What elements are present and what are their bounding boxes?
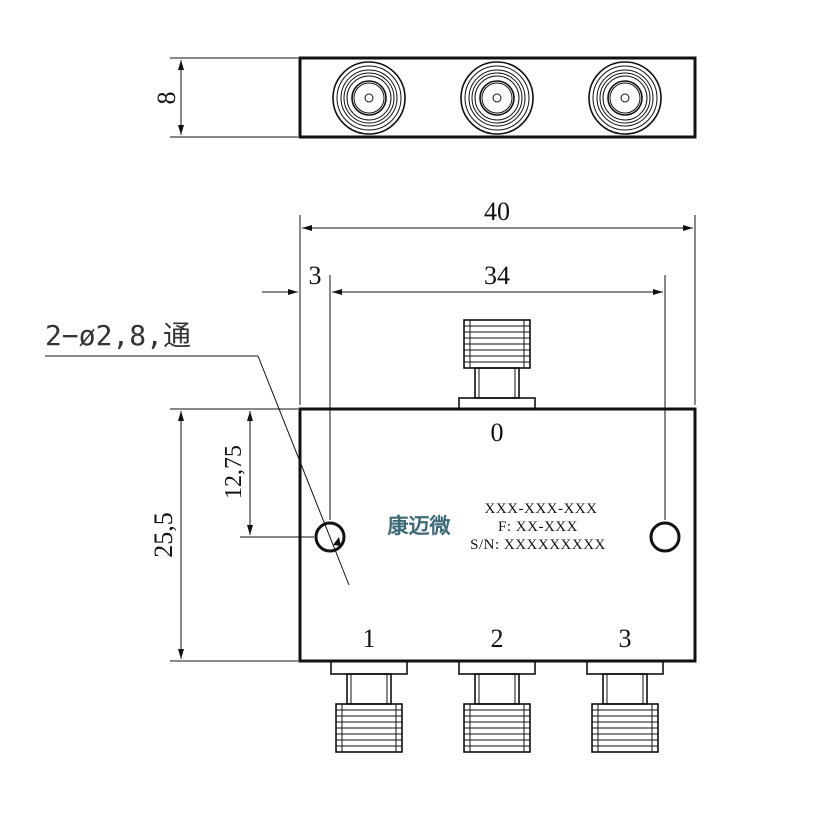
port-label-2: 2 (491, 624, 504, 653)
mounting-hole-right (649, 521, 681, 553)
top-view-body (298, 56, 697, 139)
port-label-1: 1 (363, 624, 376, 653)
offset-dim-text: 3 (309, 261, 322, 290)
port-label-3: 3 (619, 624, 632, 653)
width-dim-text: 40 (484, 197, 510, 226)
frequency-marking: F: XX-XXX (498, 519, 578, 535)
port-label-0: 0 (491, 418, 504, 447)
hole-callout-text: 2−ø2,8,通 (45, 319, 191, 352)
callout-leader (257, 355, 350, 586)
top-connector-2 (460, 61, 534, 135)
model-number: XXX-XXX-XXX (485, 501, 598, 517)
top-height-dim-text: 8 (152, 92, 181, 105)
output-connector-2 (458, 660, 536, 753)
top-connector-3 (588, 61, 662, 135)
top-view: 8 (152, 56, 697, 139)
front-view: 0 1 2 3 康迈微 XXX-XXX-XXX F: XX-XXX S/N: X… (45, 197, 697, 753)
brand-logo: 康迈微 (388, 514, 452, 538)
serial-number: S/N: XXXXXXXXX (470, 537, 606, 553)
output-connector-1 (330, 660, 408, 753)
output-connector-3 (586, 660, 664, 753)
hole-spacing-dim-text: 34 (484, 261, 510, 290)
input-connector (458, 319, 536, 410)
mounting-hole-left (314, 521, 346, 553)
hole-height-dim-text: 12,75 (221, 445, 247, 499)
height-dim-text: 25,5 (149, 512, 178, 558)
top-connector-1 (332, 61, 406, 135)
